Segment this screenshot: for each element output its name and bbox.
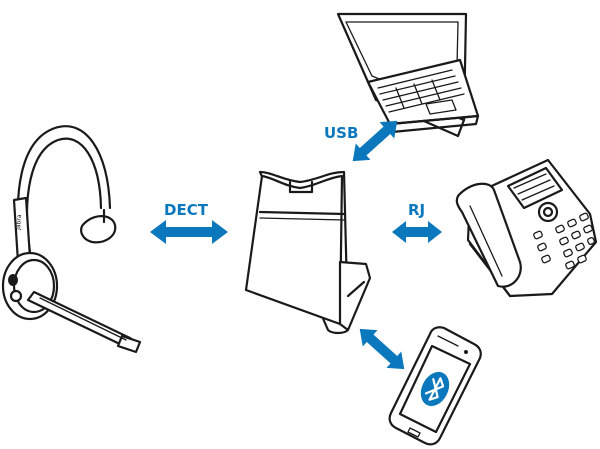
base-station-icon bbox=[244, 170, 372, 335]
base-notch bbox=[288, 180, 314, 194]
usb-arrow bbox=[352, 120, 398, 162]
dect-arrow bbox=[150, 220, 228, 244]
laptop-trackpad bbox=[425, 99, 457, 115]
rj-arrow bbox=[392, 221, 442, 243]
smartphone-speaker bbox=[437, 335, 459, 347]
desk-phone-keypad bbox=[533, 212, 595, 270]
bluetooth-arrow-shape bbox=[359, 328, 405, 370]
dect-label: DECT bbox=[164, 201, 209, 219]
headset-icon: Jabra bbox=[1, 125, 142, 354]
base-band-bottom bbox=[259, 217, 345, 221]
desk-phone-display bbox=[506, 166, 564, 210]
base-foot-edge bbox=[346, 280, 366, 298]
desk-phone-icon bbox=[455, 158, 598, 298]
usb-arrow-shape bbox=[352, 120, 398, 162]
smartphone-icon bbox=[388, 326, 482, 446]
headset-cup-dot bbox=[8, 274, 18, 286]
bluetooth-arrow bbox=[359, 328, 405, 370]
rj-arrow-shape bbox=[392, 221, 442, 243]
usb-label: USB bbox=[324, 124, 358, 142]
desk-phone-handset-line bbox=[469, 205, 503, 277]
headset-brand: Jabra bbox=[15, 214, 23, 231]
headset-cup-button bbox=[9, 289, 23, 303]
base-foot bbox=[338, 260, 372, 332]
bluetooth-icon bbox=[420, 371, 450, 407]
desk-phone-handset bbox=[455, 182, 522, 288]
rj-label: RJ bbox=[408, 201, 425, 219]
headset-boom-line bbox=[39, 297, 127, 341]
laptop-keys bbox=[377, 69, 465, 113]
headset-mic bbox=[116, 334, 142, 354]
base-band-top bbox=[258, 210, 346, 216]
laptop-icon bbox=[336, 12, 480, 138]
dect-arrow-shape bbox=[150, 220, 228, 244]
headset-t-pad bbox=[80, 215, 117, 244]
smartphone-camera bbox=[464, 350, 468, 354]
base-front bbox=[244, 174, 344, 326]
smartphone-home-button bbox=[407, 427, 421, 438]
